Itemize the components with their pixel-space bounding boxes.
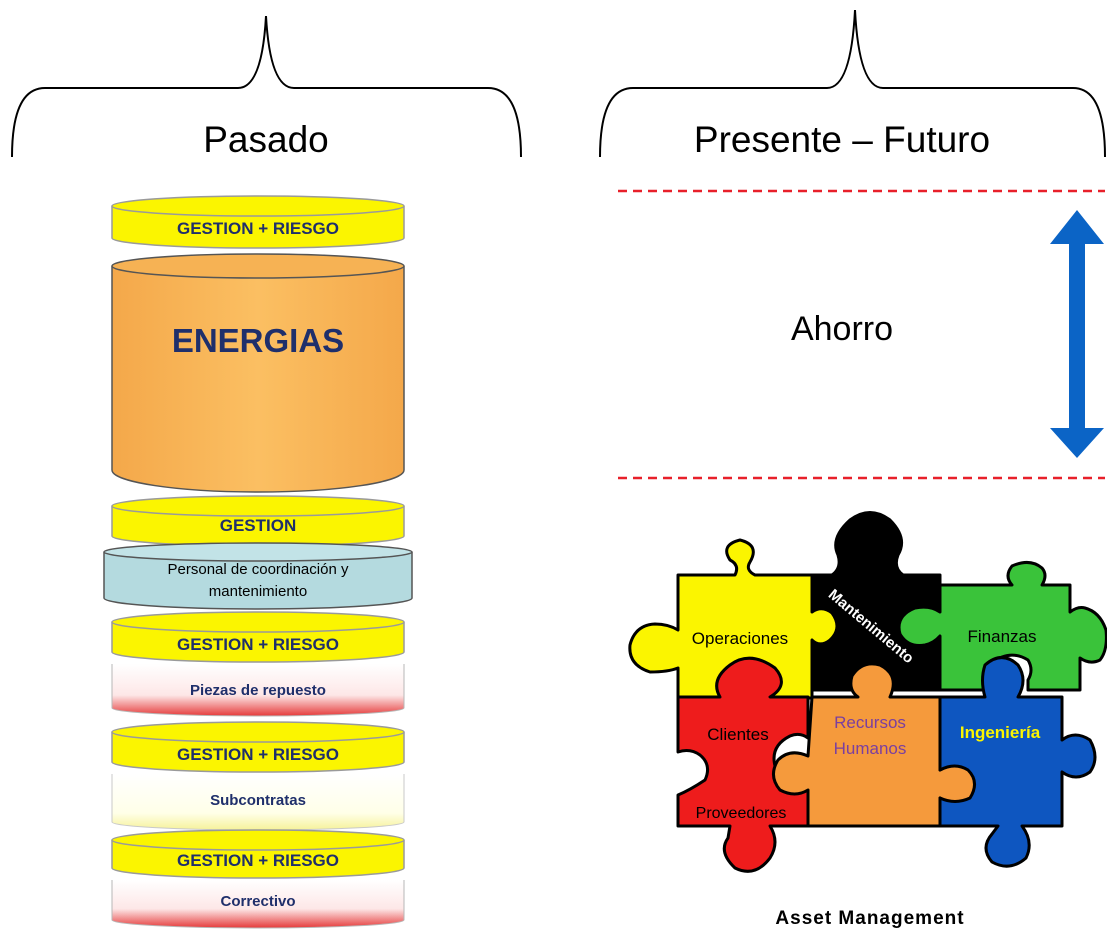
puzzle-piece-ingenieria	[938, 656, 1097, 868]
stack-layer-gestion-riesgo-3: GESTION + RIESGO	[111, 721, 405, 773]
puzzle-graphic: Operaciones Mantenimiento Finanzas Clien…	[628, 511, 1107, 873]
puzzle-label-operaciones: Operaciones	[692, 629, 788, 648]
stack-layer-subcontratas: Subcontratas	[111, 774, 405, 831]
right-bracket	[599, 9, 1106, 158]
puzzle-label-proveedores: Proveedores	[696, 805, 787, 822]
stack-label: Subcontratas	[210, 792, 306, 809]
savings-label: Ahorro	[791, 310, 893, 348]
stack-layer-correctivo: Correctivo	[111, 880, 405, 929]
stack-label: GESTION + RIESGO	[177, 851, 339, 870]
puzzle-caption: Asset Management	[775, 908, 964, 929]
stack-label: Correctivo	[220, 893, 295, 910]
puzzle-piece-finanzas	[897, 561, 1107, 692]
puzzle-piece-operaciones	[628, 538, 839, 705]
stack-label-energias: ENERGIAS	[172, 322, 344, 359]
stack-layer-gestion-riesgo-1: GESTION + RIESGO	[111, 195, 405, 249]
stack-layer-gestion-riesgo-2: GESTION + RIESGO	[111, 611, 405, 663]
stack-layer-gestion-riesgo-4: GESTION + RIESGO	[111, 829, 405, 879]
puzzle-label-finanzas: Finanzas	[968, 627, 1037, 646]
stack-layer-personal: Personal de coordinación y mantenimiento	[103, 542, 413, 610]
stack-label-line2: mantenimiento	[209, 583, 307, 600]
right-bracket-label: Presente – Futuro	[694, 119, 990, 160]
puzzle-label-humanos: Humanos	[834, 739, 907, 758]
stack-label: GESTION + RIESGO	[177, 219, 339, 238]
stack-layer-piezas: Piezas de repuesto	[111, 664, 405, 717]
puzzle-label-clientes: Clientes	[707, 725, 768, 744]
stack-label: GESTION + RIESGO	[177, 745, 339, 764]
puzzle-piece-mantenimiento	[798, 511, 942, 692]
left-bracket-label: Pasado	[203, 119, 329, 160]
stack-layer-energias: ENERGIAS	[111, 253, 405, 493]
stack-label: Piezas de repuesto	[190, 682, 326, 699]
stack-label: Personal de coordinación y	[168, 561, 349, 578]
stack-label: GESTION + RIESGO	[177, 635, 339, 654]
puzzle-label-recursos: Recursos	[834, 713, 906, 732]
puzzle-label-ingenieria: Ingeniería	[960, 723, 1041, 742]
left-bracket	[11, 15, 522, 158]
stack-layer-gestion: GESTION	[111, 495, 405, 547]
stack-label: GESTION	[220, 516, 297, 535]
double-arrow-icon	[1050, 210, 1104, 458]
